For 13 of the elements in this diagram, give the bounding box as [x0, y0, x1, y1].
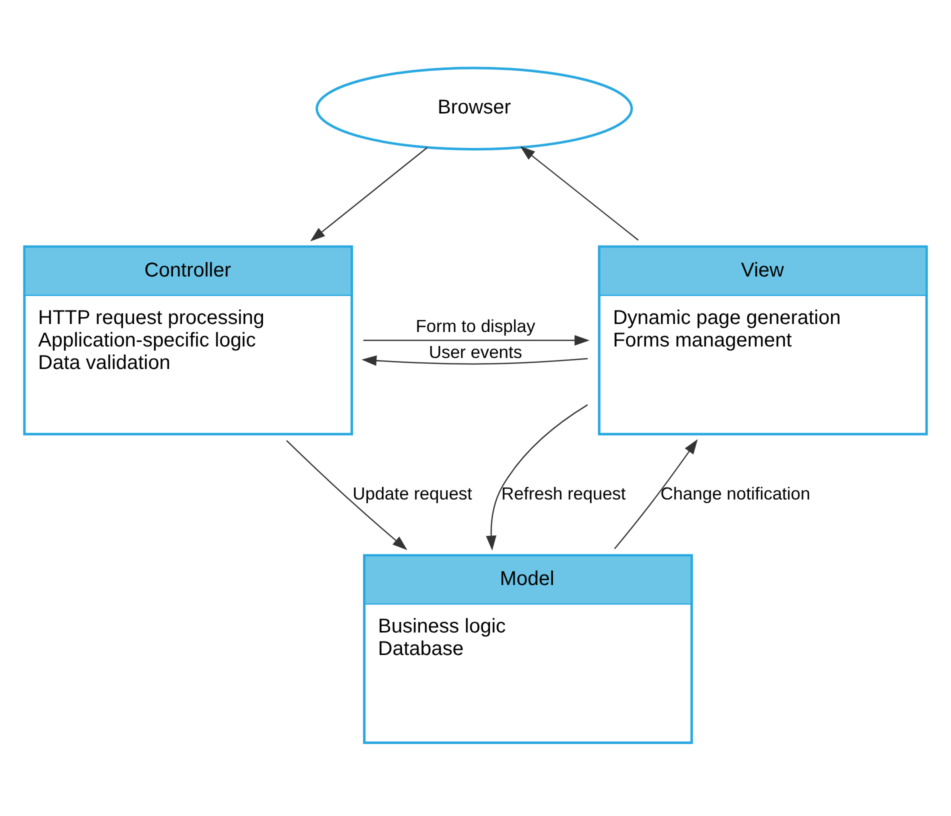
arrow	[362, 354, 588, 366]
arrow	[310, 146, 428, 241]
edge-label: Refresh request	[501, 482, 626, 503]
edge-label: Update request	[352, 482, 472, 503]
node-ellipse: Browser	[316, 66, 633, 150]
edge-label: Form to display	[416, 315, 536, 336]
arrow	[614, 438, 698, 549]
edge-label: Change notification	[660, 482, 810, 503]
arrow	[286, 440, 408, 550]
edge-label: User events	[428, 342, 522, 362]
arrow	[486, 404, 588, 550]
arrow	[520, 146, 639, 240]
arrow	[363, 334, 590, 346]
